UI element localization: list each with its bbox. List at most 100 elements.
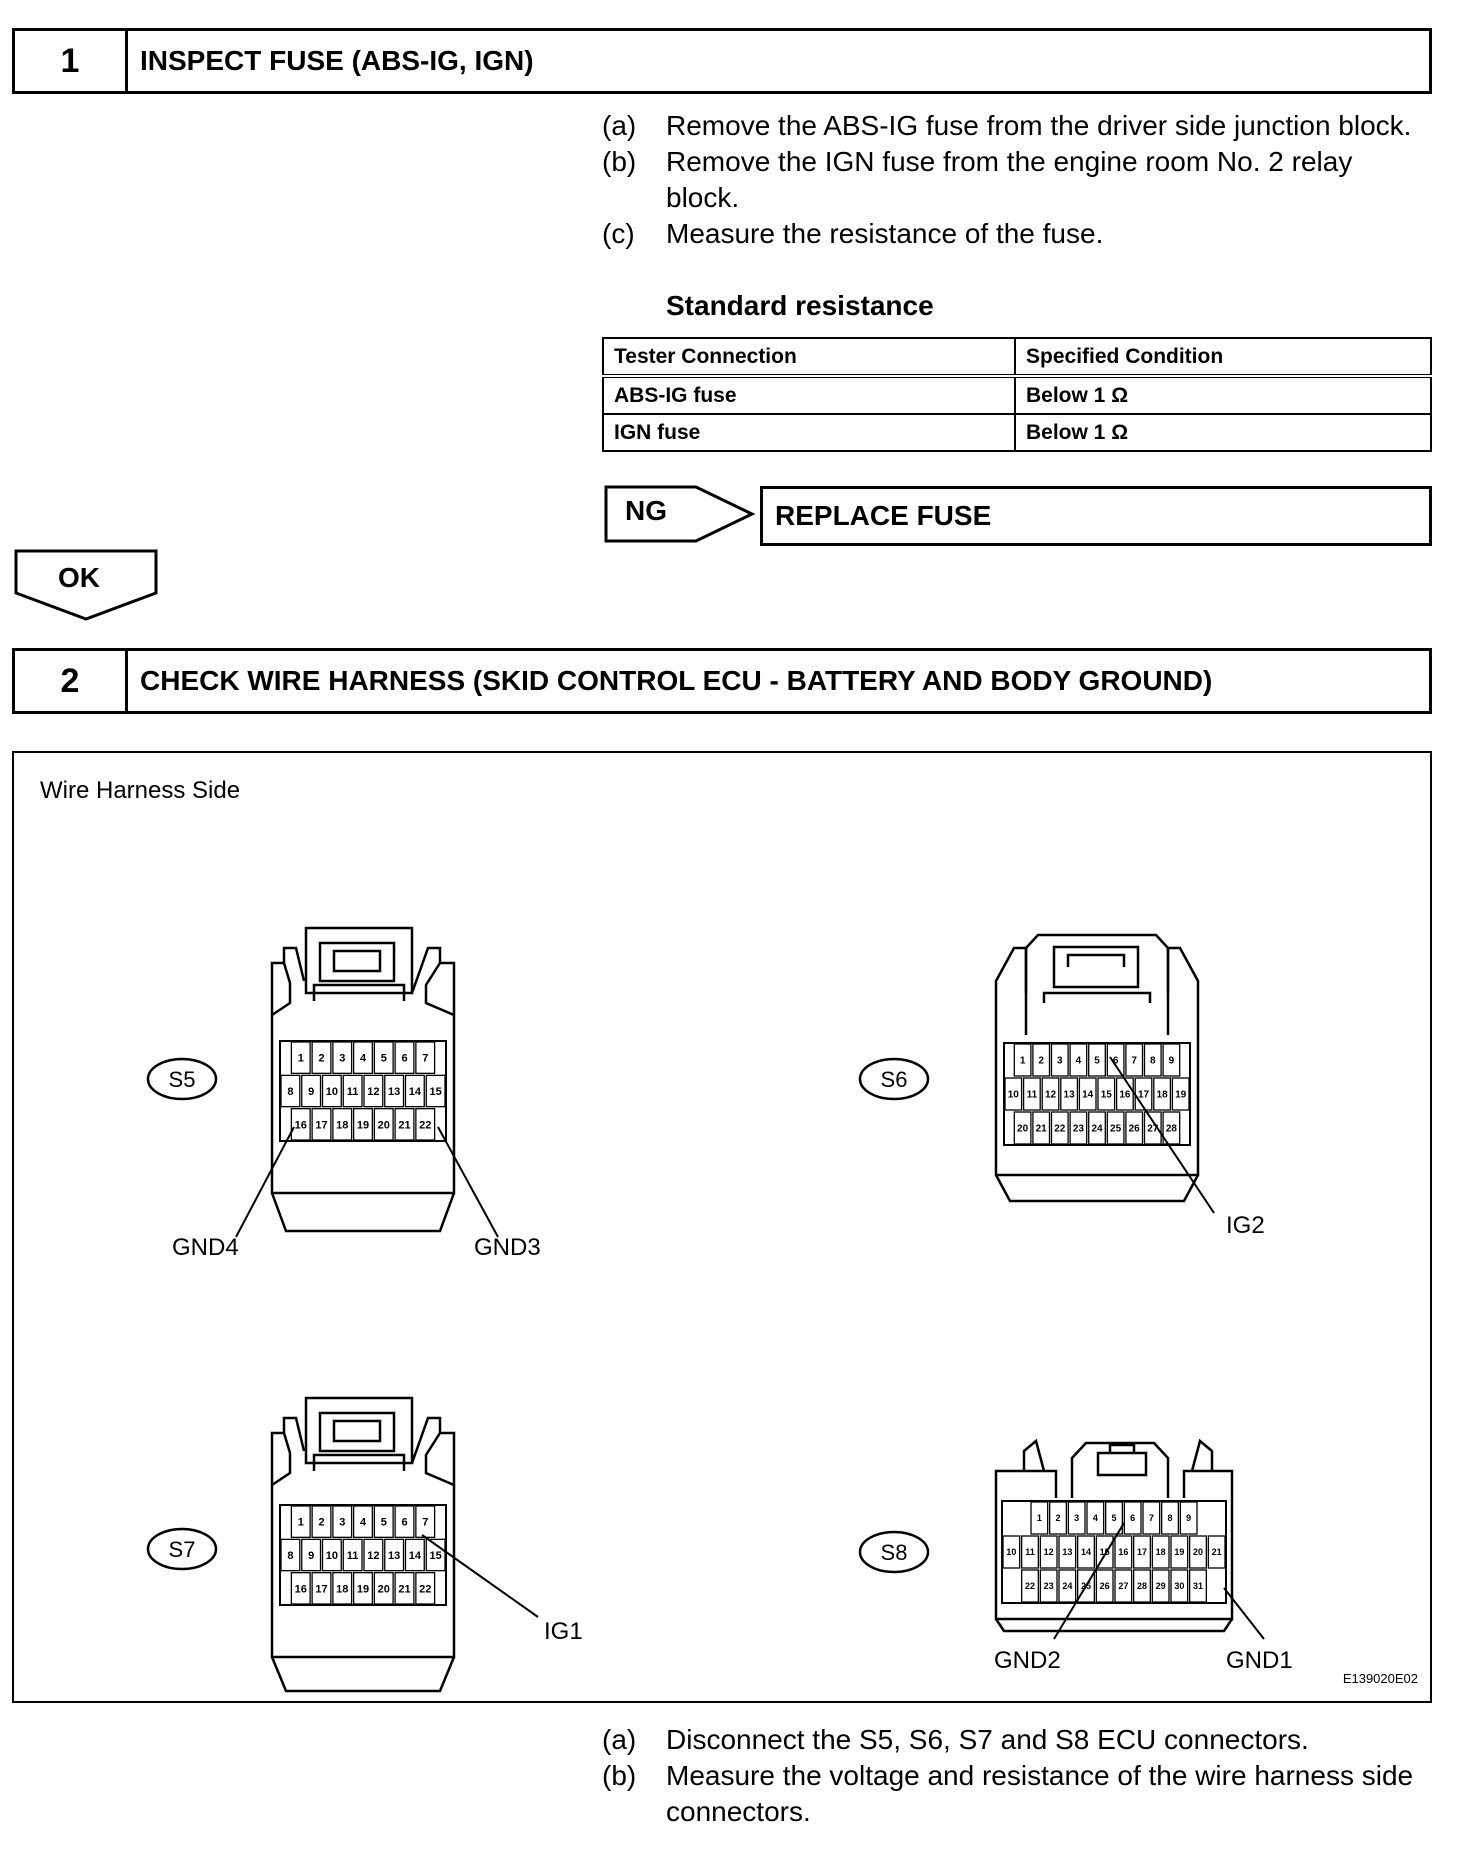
pin-number: 13 <box>1064 1090 1076 1101</box>
pin-cell <box>1142 1501 1161 1535</box>
pin-cell <box>290 1505 311 1538</box>
ig2-leader <box>1109 1056 1215 1214</box>
step-1-title: INSPECT FUSE (ABS-IG, IGN) <box>140 45 534 76</box>
pin-number: 18 <box>336 1119 348 1131</box>
pin-cell <box>1050 1043 1069 1077</box>
pin-cell <box>363 1538 384 1572</box>
pin-number: 8 <box>1150 1056 1156 1067</box>
pin-cell <box>1207 1535 1226 1569</box>
pin-number: 12 <box>367 1086 379 1098</box>
pin-number: 17 <box>1137 1547 1147 1557</box>
pin-number: 4 <box>360 1517 367 1529</box>
pin-number: 24 <box>1062 1581 1072 1591</box>
instruction-text: Remove the IGN fuse from the engine room… <box>666 146 1353 213</box>
step-2-header: 2 CHECK WIRE HARNESS (SKID CONTROL ECU -… <box>12 648 1432 714</box>
pin-cell <box>1179 1501 1198 1535</box>
instruction-item: (b) Measure the voltage and resistance o… <box>602 1758 1432 1830</box>
pin-number: 17 <box>1138 1090 1150 1101</box>
table-header: Specified Condition <box>1014 337 1432 378</box>
pin-number: 5 <box>1111 1513 1116 1523</box>
pin-cell <box>1143 1043 1162 1077</box>
table-row: ABS-IG fuse Below 1 Ω <box>602 375 1432 415</box>
pin-number: 5 <box>1094 1056 1100 1067</box>
pin-cell <box>1013 1043 1032 1077</box>
ok-label: OK <box>58 562 100 593</box>
pin-number: 1 <box>1020 1056 1026 1067</box>
pin-number: 10 <box>1008 1090 1020 1101</box>
pin-cell <box>352 1108 374 1141</box>
pin-cell <box>1162 1043 1181 1077</box>
instruction-marker: (a) <box>602 110 637 141</box>
pin-number: 11 <box>347 1550 359 1562</box>
ig1-label: IG1 <box>544 1618 583 1645</box>
gnd3-leader <box>437 1126 499 1238</box>
step-2-instructions: (a) Disconnect the S5, S6, S7 and S8 ECU… <box>602 1722 1432 1830</box>
pin-cell <box>1088 1043 1106 1077</box>
instruction-marker: (a) <box>602 1724 637 1755</box>
pin-number: 11 <box>1027 1090 1038 1101</box>
pin-number: 12 <box>367 1550 379 1562</box>
pin-cell <box>425 1074 446 1108</box>
pin-number: 20 <box>1193 1547 1203 1557</box>
pin-number: 18 <box>336 1583 348 1595</box>
pin-cell <box>1002 1535 1021 1569</box>
pin-number: 15 <box>430 1086 442 1098</box>
pin-number: 2 <box>1055 1513 1060 1523</box>
pin-number: 28 <box>1137 1581 1147 1591</box>
pin-number: 6 <box>401 1053 407 1065</box>
pin-cell <box>1153 1077 1172 1111</box>
ig2-label: IG2 <box>1226 1212 1265 1239</box>
pin-number: 14 <box>409 1086 422 1098</box>
pin-number: 6 <box>1113 1056 1119 1067</box>
figure-code: E139020E02 <box>1343 1671 1418 1686</box>
pin-number: 27 <box>1118 1581 1128 1591</box>
gnd4-label: GND4 <box>172 1234 239 1261</box>
pin-cell <box>363 1074 384 1108</box>
connector-s7 <box>270 1396 456 1693</box>
pin-cell <box>1021 1569 1039 1603</box>
pin-cell <box>415 1108 436 1141</box>
pin-cell <box>301 1074 322 1108</box>
pin-number: 3 <box>339 1517 345 1529</box>
gnd1-leader <box>1223 1587 1265 1640</box>
pin-cell <box>352 1572 374 1605</box>
pin-number: 30 <box>1174 1581 1184 1591</box>
instruction-text: Remove the ABS-IG fuse from the driver s… <box>666 110 1412 141</box>
pin-cell <box>280 1538 301 1572</box>
pin-cell <box>1106 1111 1125 1145</box>
pin-number: 10 <box>326 1550 338 1562</box>
pin-number: 11 <box>1025 1547 1035 1557</box>
pin-number: 22 <box>1025 1581 1035 1591</box>
pin-cell <box>1095 1535 1114 1569</box>
pin-number: 7 <box>1131 1056 1137 1067</box>
pin-number: 29 <box>1156 1581 1166 1591</box>
table-cell: Below 1 Ω <box>1014 413 1432 452</box>
s7-badge: S7 <box>146 1527 218 1571</box>
pin-number: 19 <box>357 1583 369 1595</box>
pin-cell <box>1105 1501 1123 1535</box>
pin-number: 21 <box>1212 1547 1222 1557</box>
pin-number: 26 <box>1100 1581 1110 1591</box>
gnd2-label: GND2 <box>994 1647 1061 1674</box>
connector-s6 <box>994 933 1200 1203</box>
instruction-marker: (b) <box>602 146 637 177</box>
pin-number: 2 <box>1038 1056 1044 1067</box>
pin-number: 13 <box>1062 1547 1072 1557</box>
pin-cell <box>404 1538 425 1572</box>
pin-cell <box>342 1538 363 1572</box>
pin-cell <box>332 1108 353 1141</box>
pin-number: 15 <box>430 1550 442 1562</box>
table-cell: IGN fuse <box>602 413 1016 452</box>
pin-cell <box>1030 1501 1049 1535</box>
pin-cell <box>1114 1535 1133 1569</box>
instruction-item: (b) Remove the IGN fuse from the engine … <box>602 144 1432 216</box>
pin-cell <box>1114 1569 1133 1603</box>
pin-cell <box>311 1108 332 1141</box>
pin-cell <box>311 1041 332 1074</box>
gnd2-leader <box>1053 1522 1125 1640</box>
pin-cell <box>1162 1111 1181 1145</box>
